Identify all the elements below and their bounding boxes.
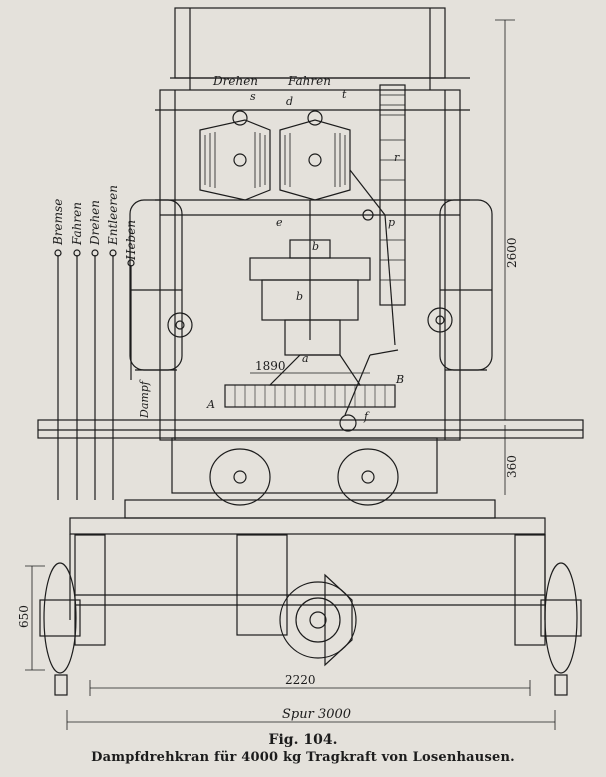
- label-entleeren: Entleeren: [106, 185, 120, 246]
- figure-number: Fig. 104.: [268, 732, 338, 748]
- platform: [37, 419, 584, 494]
- central-drum: [249, 200, 371, 386]
- cylinder-left: [129, 199, 193, 371]
- label-e: e: [276, 216, 283, 229]
- dim-2600: 2600: [505, 237, 519, 268]
- label-p: p: [388, 216, 395, 229]
- bevel-gears: [199, 110, 351, 201]
- rail-wheel-left: [39, 562, 81, 696]
- dimension-lines: [25, 19, 556, 730]
- lever-linkage: [344, 169, 399, 416]
- label-drehen-lever: Drehen: [88, 200, 102, 246]
- label-dampf: Dampf: [138, 379, 151, 419]
- dim-360: 360: [505, 455, 519, 478]
- base-frame: [69, 499, 546, 646]
- label-t: t: [342, 88, 347, 101]
- crane-drawing: Drehen Fahren s d t r e p b b a A B f Br…: [17, 7, 584, 730]
- label-f: f: [363, 410, 370, 423]
- gear-stack-right: [379, 84, 406, 306]
- label-bremse: Bremse: [51, 199, 65, 246]
- cylinder-right: [427, 199, 493, 371]
- dim-1890: 1890: [255, 359, 286, 373]
- label-d: d: [286, 95, 293, 108]
- top-housing: [170, 7, 470, 90]
- label-r: r: [394, 151, 400, 164]
- label-b-upper: b: [312, 240, 319, 253]
- label-s: s: [250, 90, 256, 103]
- main-frame: [155, 89, 470, 441]
- dim-2220: 2220: [285, 673, 316, 687]
- upper-wheels: [209, 448, 399, 506]
- label-heben: Heben: [124, 220, 138, 261]
- label-a: a: [302, 352, 309, 365]
- label-b-lower: b: [296, 290, 303, 303]
- slewing-gear: [224, 384, 396, 432]
- label-A: A: [206, 398, 215, 411]
- axle-gearbox: [279, 573, 357, 667]
- label-drehen-top: Drehen: [212, 74, 258, 88]
- figure-caption: Dampfdrehkran für 4000 kg Tragkraft von …: [91, 750, 515, 765]
- control-levers: [54, 249, 135, 500]
- dim-650: 650: [17, 605, 31, 628]
- label-fahren-top: Fahren: [287, 74, 331, 88]
- label-fahren-lever: Fahren: [70, 202, 84, 246]
- dim-spur: Spur 3000: [282, 707, 351, 722]
- label-B: B: [395, 373, 404, 386]
- rail-wheel-right: [540, 562, 582, 696]
